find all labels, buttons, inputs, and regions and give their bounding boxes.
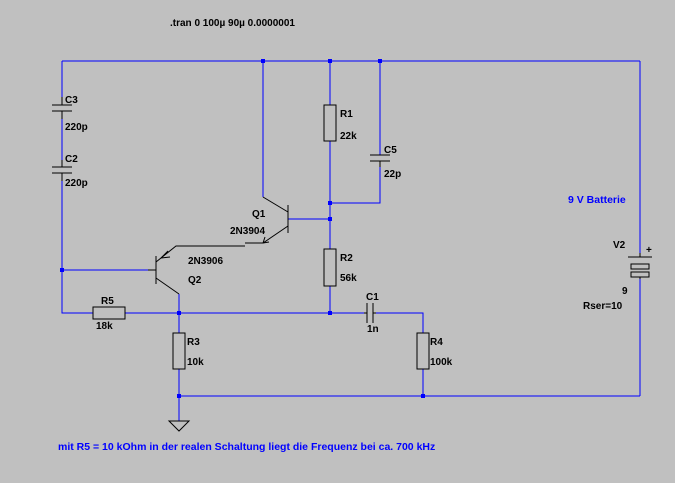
c1-value: 1n bbox=[367, 324, 379, 335]
r4-name: R4 bbox=[430, 337, 443, 348]
c3-name: C3 bbox=[65, 95, 78, 106]
r5-value: 18k bbox=[96, 321, 113, 332]
r2-name: R2 bbox=[340, 253, 353, 264]
capacitor-c1[interactable]: C1 1n bbox=[364, 292, 379, 335]
v2-value: 9 bbox=[622, 286, 628, 297]
c5-value: 22p bbox=[384, 169, 401, 180]
resistor-r5[interactable]: R5 18k bbox=[92, 296, 126, 332]
r4-value: 100k bbox=[430, 357, 453, 368]
v2-plus: + bbox=[646, 245, 652, 256]
capacitor-c2[interactable]: C2 220p bbox=[52, 154, 88, 189]
resistor-r4[interactable]: R4 100k bbox=[416, 332, 453, 370]
c2-value: 220p bbox=[65, 178, 88, 189]
ground-symbol bbox=[167, 420, 191, 432]
q1-name: Q1 bbox=[252, 209, 266, 220]
junction-dots bbox=[60, 59, 425, 398]
resistor-r2[interactable]: R2 56k bbox=[323, 248, 357, 287]
tran-directive[interactable]: .tran 0 100µ 90µ 0.0000001 bbox=[170, 18, 295, 29]
q2-model: 2N3906 bbox=[188, 256, 223, 267]
c2-name: C2 bbox=[65, 154, 78, 165]
r5-name: R5 bbox=[101, 296, 114, 307]
transistor-q2[interactable]: 2N3906 Q2 bbox=[148, 245, 245, 295]
v2-name: V2 bbox=[613, 240, 626, 251]
capacitor-c3[interactable]: C3 220p bbox=[52, 95, 88, 133]
v2-rser: Rser=10 bbox=[583, 301, 623, 312]
c1-name: C1 bbox=[366, 292, 379, 303]
r3-name: R3 bbox=[187, 337, 200, 348]
transistor-q1[interactable]: Q1 2N3904 bbox=[230, 196, 289, 244]
q1-model: 2N3904 bbox=[230, 226, 265, 237]
r1-value: 22k bbox=[340, 131, 357, 142]
wires bbox=[61, 60, 641, 421]
footer-note[interactable]: mit R5 = 10 kOhm in der realen Schaltung… bbox=[58, 441, 435, 453]
r2-value: 56k bbox=[340, 273, 357, 284]
resistor-r1[interactable]: R1 22k bbox=[323, 104, 357, 142]
c3-value: 220p bbox=[65, 122, 88, 133]
q2-name: Q2 bbox=[188, 275, 202, 286]
resistor-r3[interactable]: R3 10k bbox=[172, 332, 204, 370]
battery-note[interactable]: 9 V Batterie bbox=[568, 194, 626, 206]
r1-name: R1 bbox=[340, 109, 353, 120]
r3-value: 10k bbox=[187, 357, 204, 368]
capacitor-c5[interactable]: C5 22p bbox=[370, 145, 401, 180]
c5-name: C5 bbox=[384, 145, 397, 156]
battery-v2[interactable]: + V2 9 Rser=10 bbox=[583, 240, 652, 312]
